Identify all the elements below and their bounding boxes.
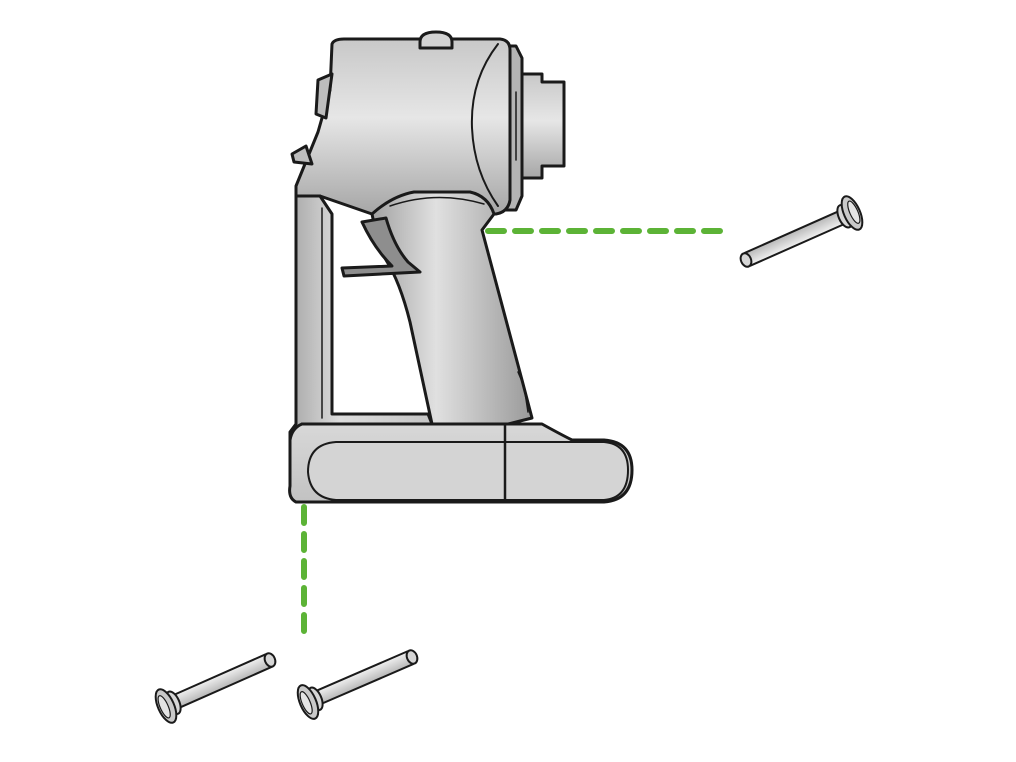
battery-pack [307, 441, 629, 501]
screws [154, 195, 864, 724]
main-body [288, 30, 634, 504]
screw-tip [405, 649, 419, 665]
screw-tip [263, 652, 277, 668]
screw-shaft [742, 208, 850, 267]
screw-bottom-left [154, 652, 277, 724]
rear-catch [290, 144, 314, 166]
top-button [418, 30, 454, 50]
rear-bump-upper [314, 72, 334, 120]
screw-tip [739, 252, 753, 268]
guide-lines [301, 228, 731, 635]
screw-head-face [847, 200, 861, 224]
screw-bottom-center [296, 649, 419, 720]
motor-housing [294, 37, 512, 216]
housing-front-seam [470, 43, 499, 207]
screw-head-face [157, 695, 171, 719]
screw-shaft [168, 653, 274, 711]
trigger [340, 216, 422, 278]
handle-ridge [517, 371, 529, 413]
screw-head-face [299, 691, 313, 715]
screw-shaft [310, 650, 416, 707]
handle-seam [389, 196, 485, 207]
handle-grip [370, 190, 534, 426]
screw-right [739, 195, 864, 268]
